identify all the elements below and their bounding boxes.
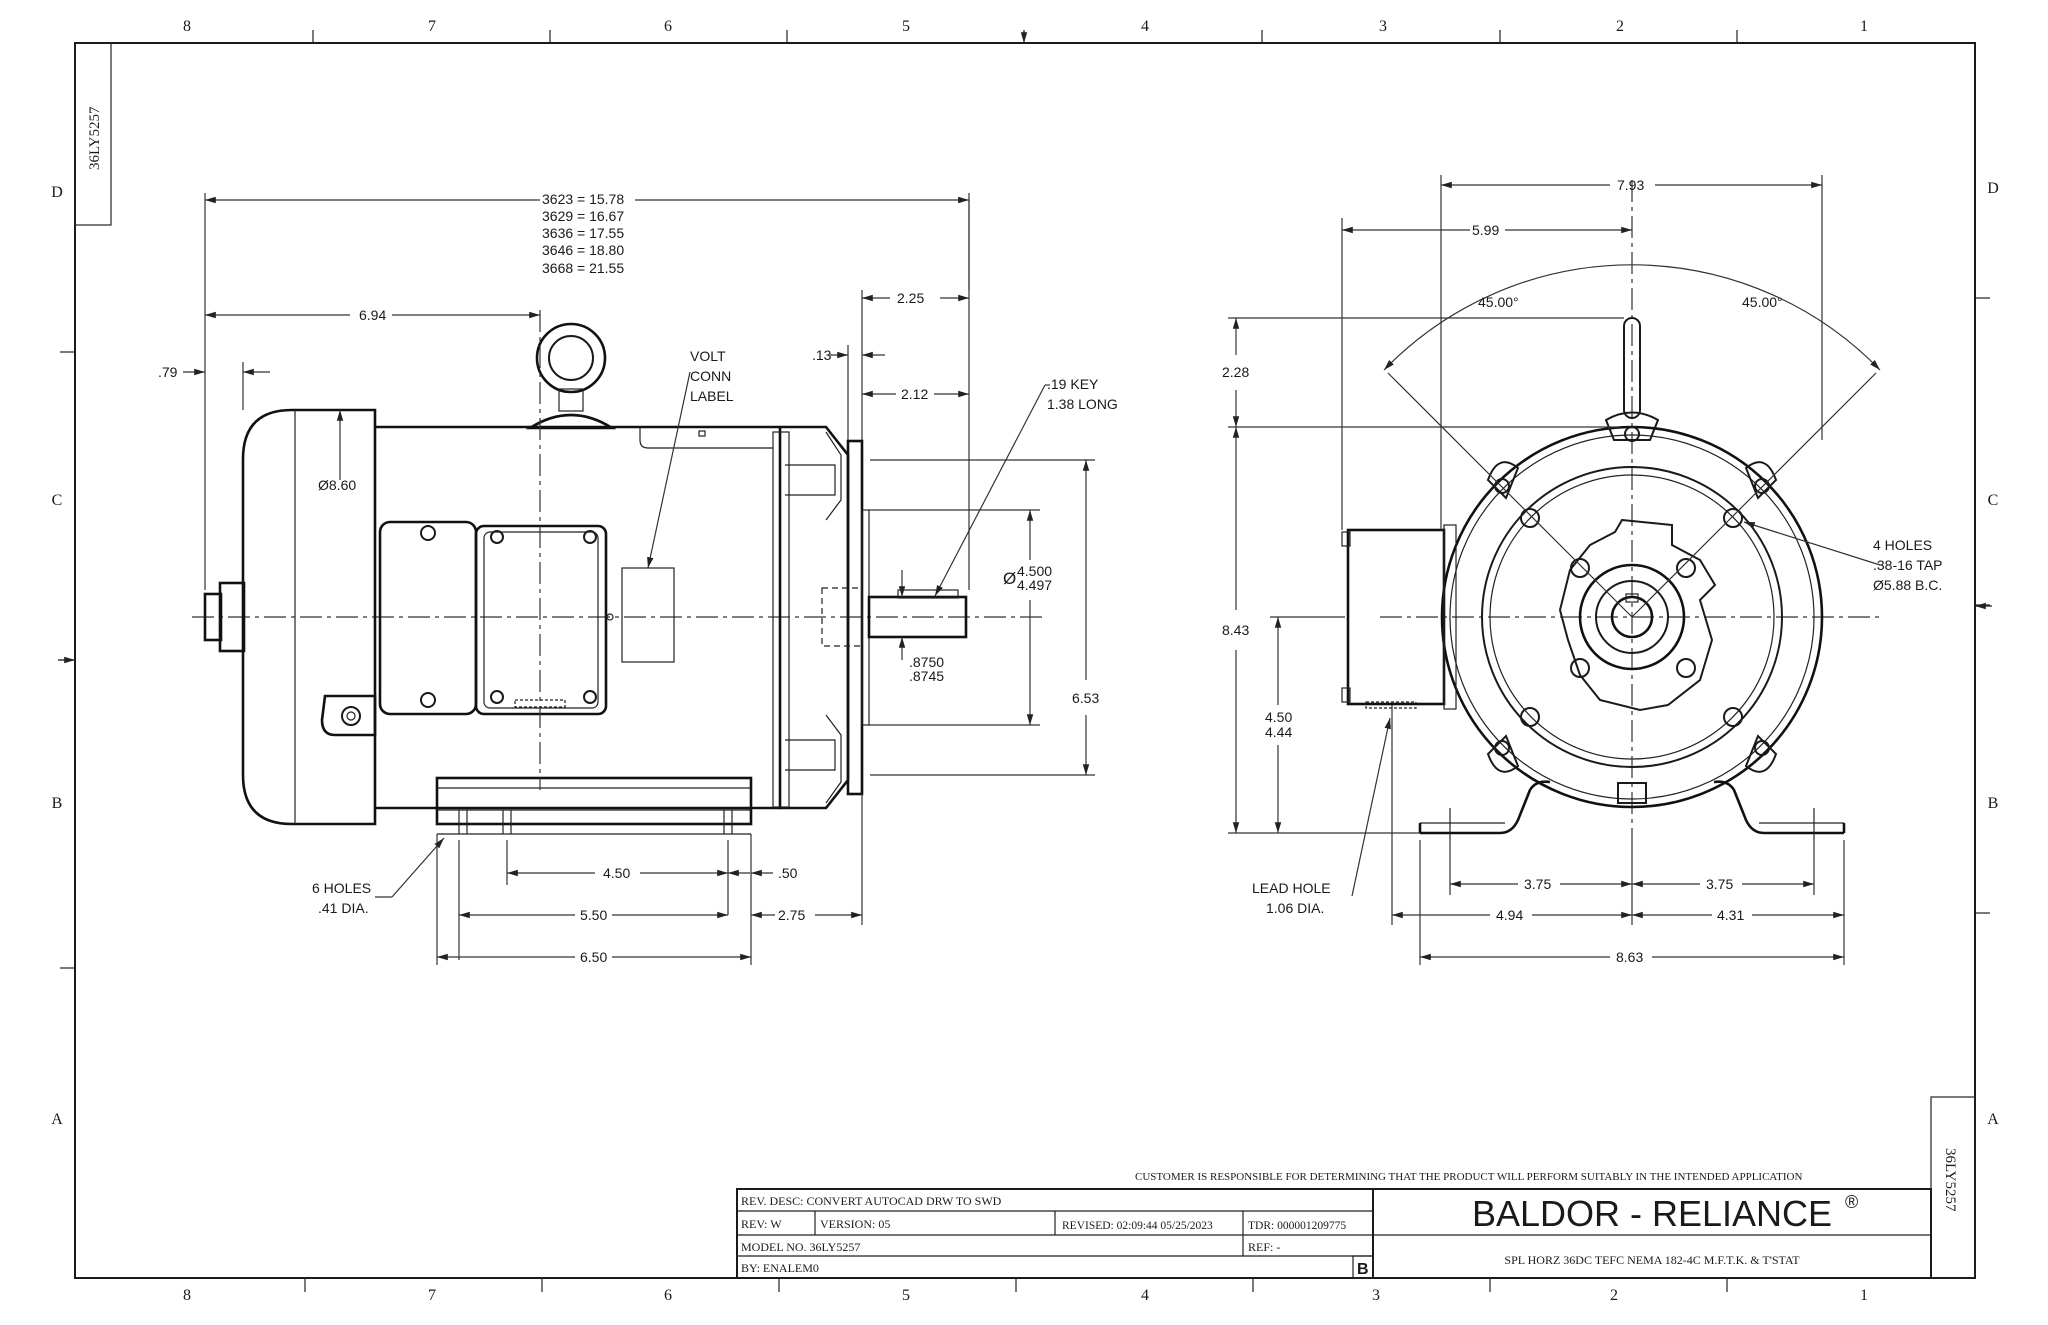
drawing-id-top: 36LY5257 [87,106,103,170]
sheet-letter: B [1357,1261,1369,1278]
dim-6-94: 6.94 [359,307,386,323]
zone-col-top: 6 [664,18,672,35]
key-note-line: .19 KEY [1047,376,1099,392]
length-table-row: 3623 = 15.78 [542,191,624,207]
drawing-id-box-bottom: 36LY5257 [1930,1096,1976,1279]
dim-0-13: .13 [812,347,832,363]
tdr: TDR: 000001209775 [1248,1220,1346,1232]
zone-row-right: C [1988,492,1999,509]
by: BY: ENALEM0 [741,1261,819,1275]
dim-8-63: 8.63 [1616,949,1643,965]
zone-col-bottom: 5 [902,1287,910,1304]
angle-left: 45.00° [1478,294,1519,310]
zone-col-top: 1 [1860,18,1868,35]
zone-col-bottom: 4 [1141,1287,1149,1304]
dim-7-93: 7.93 [1617,177,1644,193]
dim-5-99: 5.99 [1472,222,1499,238]
dim-2-75: 2.75 [778,907,805,923]
zone-col-bottom: 3 [1372,1287,1380,1304]
zone-row-right: B [1988,795,1999,812]
dim-6-50: 6.50 [580,949,607,965]
dim-4-50: 4.50 [603,865,630,881]
zone-col-top: 2 [1616,18,1624,35]
dim-diam-8-60: Ø8.60 [318,477,356,493]
title-block: CUSTOMER IS RESPONSIBLE FOR DETERMINING … [736,1171,1932,1279]
zone-row-right: A [1987,1111,1999,1128]
drawing-id-bottom: 36LY5257 [1942,1148,1958,1212]
lead-hole-line: 1.06 DIA. [1266,900,1324,916]
shaft-diam-max: .8750 [909,654,944,670]
zone-col-top: 5 [902,18,910,35]
length-table-row: 3668 = 21.55 [542,260,624,276]
side-view [192,310,1045,835]
holes-note-line: 6 HOLES [312,880,371,896]
tap-note-line: 4 HOLES [1873,537,1932,553]
brand-name: BALDOR - RELIANCE [1472,1193,1832,1234]
zone-col-top: 8 [183,18,191,35]
pilot-diam-min: 4.497 [1017,577,1052,593]
end-view-dimensions [1228,175,1881,965]
zone-col-bottom: 6 [664,1287,672,1304]
end-view-labels: 7.93 5.99 45.00° 45.00° 2.28 8.43 4.50 4… [1222,177,1943,965]
zone-row-left: D [51,184,63,201]
zone-row-left: B [52,795,63,812]
pilot-diam-symbol: Ø [1003,569,1016,588]
zone-col-top: 3 [1379,18,1387,35]
length-table-row: 3646 = 18.80 [542,242,624,258]
dim-3-75-left: 3.75 [1524,876,1551,892]
disclaimer: CUSTOMER IS RESPONSIBLE FOR DETERMINING … [1135,1171,1802,1183]
length-table-row: 3636 = 17.55 [542,225,624,241]
dim-8-43: 8.43 [1222,622,1249,638]
dim-shaft-height-max: 4.50 [1265,709,1292,725]
dim-5-50: 5.50 [580,907,607,923]
dim-3-75-right: 3.75 [1706,876,1733,892]
rev: REV: W [741,1217,782,1231]
dim-0-50: .50 [778,865,798,881]
registered-mark: ® [1845,1192,1858,1212]
shaft-diam-min: .8745 [909,668,944,684]
dim-6-53: 6.53 [1072,690,1099,706]
revised: REVISED: 02:09:44 05/25/2023 [1062,1220,1213,1232]
zone-col-bottom: 2 [1610,1287,1618,1304]
angle-right: 45.00° [1742,294,1783,310]
zone-col-top: 7 [428,18,436,35]
volt-label-line: CONN [690,368,731,384]
length-table-row: 3629 = 16.67 [542,208,624,224]
zone-col-bottom: 8 [183,1287,191,1304]
zone-row-left: A [51,1111,63,1128]
zone-row-left: C [52,492,63,509]
ref: REF: - [1248,1240,1280,1254]
sheet-border [58,30,1992,1292]
dim-2-25: 2.25 [897,290,924,306]
dim-0-79: .79 [158,364,178,380]
zone-labels: 8 7 6 5 4 3 2 1 8 7 6 5 4 3 2 1 D C B A … [51,18,1999,1304]
zone-col-bottom: 7 [428,1287,436,1304]
pilot-diam-max: 4.500 [1017,563,1052,579]
dim-4-31: 4.31 [1717,907,1744,923]
dim-shaft-height-min: 4.44 [1265,724,1292,740]
end-view [1341,180,1881,840]
version: VERSION: 05 [820,1217,890,1231]
dim-2-28: 2.28 [1222,364,1249,380]
holes-note-line: .41 DIA. [318,900,369,916]
volt-label-line: LABEL [690,388,734,404]
side-view-labels: 3623 = 15.78 3629 = 16.67 3636 = 17.55 3… [158,191,1118,965]
lead-hole-line: LEAD HOLE [1252,880,1331,896]
tap-note-line: Ø5.88 B.C. [1873,577,1942,593]
zone-col-top: 4 [1141,18,1149,35]
side-view-dimensions [183,193,1095,965]
zone-col-bottom: 1 [1860,1287,1868,1304]
key-note-line: 1.38 LONG [1047,396,1118,412]
dim-2-12: 2.12 [901,386,928,402]
volt-label-line: VOLT [690,348,726,364]
tap-note-line: .38-16 TAP [1873,557,1943,573]
dim-4-94: 4.94 [1496,907,1523,923]
motor-description: SPL HORZ 36DC TEFC NEMA 182-4C M.F.T.K. … [1504,1253,1800,1267]
rev-desc: REV. DESC: CONVERT AUTOCAD DRW TO SWD [741,1194,1002,1208]
drawing-id-box-top: 36LY5257 [74,42,112,226]
model-no: MODEL NO. 36LY5257 [741,1240,860,1254]
zone-row-right: D [1987,180,1999,197]
